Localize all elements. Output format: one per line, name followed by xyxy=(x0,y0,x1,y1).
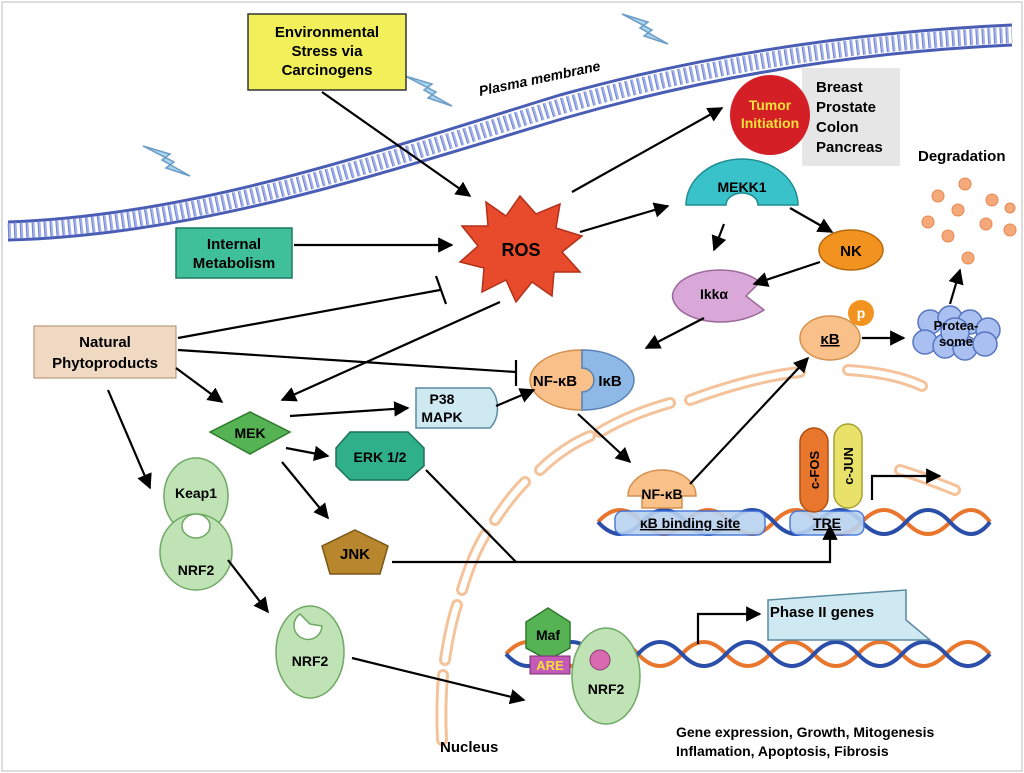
kb-shape xyxy=(799,315,861,361)
p38-mapk-box xyxy=(415,387,499,429)
proteasome-line-2: some xyxy=(939,334,973,349)
phyto-line-2: Phytoproducts xyxy=(52,355,158,372)
nrf2-bound-shape xyxy=(571,627,641,725)
jnk-pentagon xyxy=(321,529,389,575)
ros-label: ROS xyxy=(501,240,540,260)
maf-hexagon xyxy=(525,607,571,661)
degradation-fragments xyxy=(921,177,1017,265)
outcomes-line-1: Gene expression, Growth, Mitogenesis xyxy=(676,724,934,740)
ros-burst xyxy=(458,194,584,304)
erk-octagon xyxy=(335,431,425,481)
p38-line-1: P38 xyxy=(430,391,455,407)
nfkb-label: NF-κB xyxy=(533,373,577,390)
internal-line-1: Internal xyxy=(207,236,261,253)
mek-label: MEK xyxy=(234,425,265,441)
nucleus-label: Nucleus xyxy=(440,739,498,756)
are-box xyxy=(529,655,571,675)
cfos-label: c-FOS xyxy=(807,451,822,490)
are-label: ARE xyxy=(536,658,564,673)
env-stress-line-1: Environmental xyxy=(275,24,379,41)
kb-label: κB xyxy=(820,331,839,348)
nk-shape xyxy=(818,229,884,271)
kb-binding-site-label: κB binding site xyxy=(640,515,741,531)
proteasome-shape xyxy=(912,305,1001,361)
mekk1-label: MEKK1 xyxy=(717,179,766,195)
degradation-label: Degradation xyxy=(918,148,1006,165)
tumor-line-1: Tumor xyxy=(749,97,792,113)
phase2-banner xyxy=(767,589,933,641)
phyto-line-1: Natural xyxy=(79,334,131,351)
proteasome-line-1: Protea- xyxy=(934,318,979,333)
nrf2-bound-label: NRF2 xyxy=(588,681,625,697)
keap1-label: Keap1 xyxy=(175,485,217,501)
ikb-half xyxy=(581,349,635,411)
arrows xyxy=(106,91,964,705)
lightning-bolt-icon xyxy=(142,13,669,177)
cjun-label: c-JUN xyxy=(841,447,856,485)
cancer-pancreas: Pancreas xyxy=(816,139,883,156)
nfkb-bound-label: NF-κB xyxy=(641,486,682,502)
tumor-initiation-circle xyxy=(730,75,810,155)
ikka-shape xyxy=(671,269,766,323)
nk-label: NK xyxy=(840,243,862,260)
environmental-stress-box xyxy=(247,13,407,91)
nrf2-free-shape xyxy=(275,605,345,699)
jnk-label: JNK xyxy=(340,546,370,563)
mek-diamond xyxy=(208,411,292,455)
cancer-types-box xyxy=(802,68,900,166)
ikb-label: IκB xyxy=(598,373,622,390)
maf-label: Maf xyxy=(536,627,560,643)
keap1-nrf2-complex xyxy=(159,457,233,591)
cfos-shape xyxy=(799,427,829,513)
nrf2-complex-label: NRF2 xyxy=(178,562,215,578)
nrf2-free-label: NRF2 xyxy=(292,653,329,669)
nfkb-bound-shape xyxy=(627,469,697,509)
cancer-prostate: Prostate xyxy=(816,99,876,116)
ikka-label: Ikkα xyxy=(700,286,728,302)
cancer-colon: Colon xyxy=(816,119,859,136)
nrf2-bound-pocket xyxy=(589,649,611,671)
phase2-label: Phase II genes xyxy=(770,604,874,621)
internal-metabolism-box xyxy=(175,227,293,279)
phosphate-label: p xyxy=(857,305,866,321)
tre-label: TRE xyxy=(813,515,841,531)
phosphate-circle xyxy=(848,300,874,326)
internal-line-2: Metabolism xyxy=(193,255,276,272)
env-stress-line-3: Carcinogens xyxy=(282,62,373,79)
cancer-breast: Breast xyxy=(816,79,863,96)
erk-label: ERK 1/2 xyxy=(354,449,407,465)
phytoproducts-box xyxy=(33,325,177,379)
env-stress-line-2: Stress via xyxy=(292,43,364,60)
mekk1-shape xyxy=(685,158,799,206)
plasma-membrane xyxy=(7,23,1013,242)
p38-line-2: MAPK xyxy=(421,409,462,425)
dna-strand-top xyxy=(596,508,992,536)
tumor-line-2: Initiation xyxy=(741,115,799,131)
cjun-shape xyxy=(833,423,863,509)
outcomes-line-2: Inflamation, Apoptosis, Fibrosis xyxy=(676,743,889,759)
inhibition-lines xyxy=(177,275,518,386)
